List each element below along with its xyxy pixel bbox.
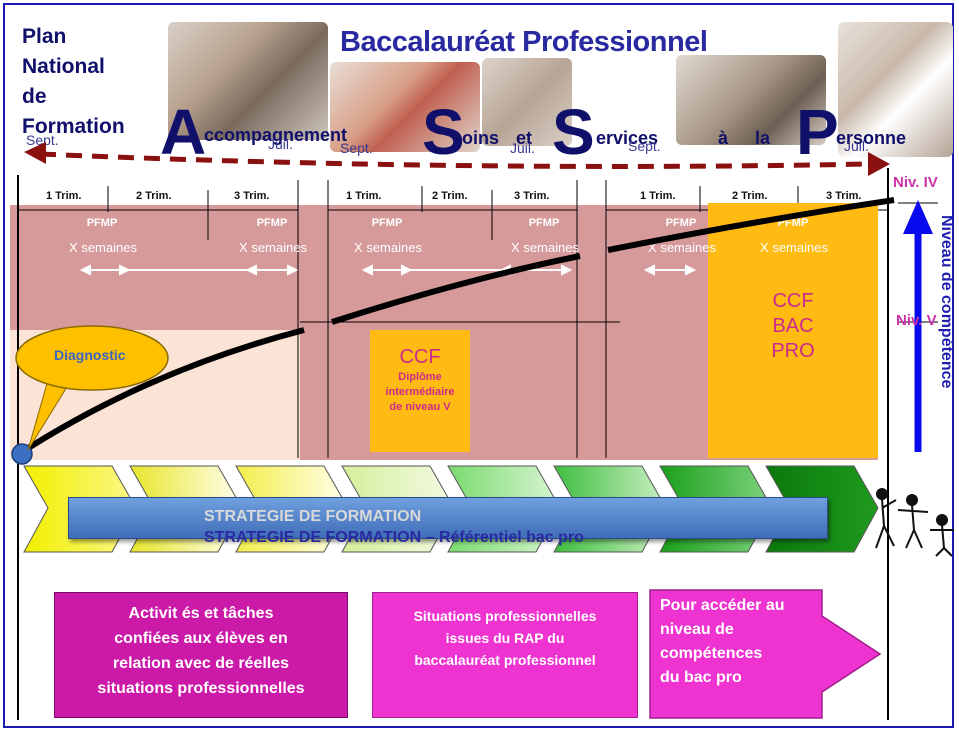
diagnostic-label: Diagnostic xyxy=(54,347,126,363)
trimester-label: 2 Trim. xyxy=(432,190,468,202)
dashed-timeline-arrow xyxy=(39,151,869,169)
acronym-a-rest: ccompagnement xyxy=(204,125,348,145)
climbing-figures-icon xyxy=(875,488,954,557)
photo-nurse xyxy=(838,22,953,157)
acronym-et: et xyxy=(516,128,533,148)
arrow-box-shape xyxy=(649,589,882,719)
ccf-intermediate-block: CCF Diplôme intermédiaire de niveau V xyxy=(370,330,470,452)
plan-national-title: Plan National de Formation xyxy=(22,25,125,138)
trimester-label: 1 Trim. xyxy=(346,190,382,202)
arrow-head-left xyxy=(24,142,46,164)
box-situations: Situations professionnelles issues du RA… xyxy=(372,592,638,718)
box-acceder: Pour accéder au niveau de compétences du… xyxy=(660,597,785,686)
pfmp-label: PFMP xyxy=(256,217,288,229)
start-point xyxy=(11,443,33,465)
photo-child xyxy=(330,62,480,152)
diagnostic-callout xyxy=(15,325,169,451)
trimester-label: 3 Trim. xyxy=(234,190,270,202)
acronym-s2-rest: ervices xyxy=(596,128,659,148)
acronym-s1-rest: oins xyxy=(462,128,500,148)
acronym-s2: S xyxy=(552,96,595,168)
trimester-label: 1 Trim. xyxy=(46,190,82,202)
arrow-head-right xyxy=(868,152,890,176)
acronym-a: A xyxy=(160,96,207,168)
semaines-label: X semaines xyxy=(760,240,828,255)
semaines-label: X semaines xyxy=(648,240,716,255)
bac-pro-title: Baccalauréat Professionnel xyxy=(340,26,708,58)
trimester-label: 2 Trim. xyxy=(136,190,172,202)
trimester-label: 2 Trim. xyxy=(732,190,768,202)
photo-care-1 xyxy=(168,22,328,140)
level-arrow-head xyxy=(903,200,933,234)
box-activites: Activit és et tâches confiées aux élèves… xyxy=(54,592,348,718)
month-label: Juil. xyxy=(844,138,869,154)
semaines-label: X semaines xyxy=(511,240,579,255)
acronym-p: P xyxy=(796,96,839,168)
pfmp-label: PFMP xyxy=(528,217,560,229)
photo-group xyxy=(676,55,826,145)
semaines-label: X semaines xyxy=(69,240,137,255)
month-label: Sept. xyxy=(628,138,661,154)
niv-v-label: Niv. V xyxy=(896,312,937,329)
month-label: Juil. xyxy=(510,140,535,156)
trimester-label: 3 Trim. xyxy=(826,190,862,202)
strategie-bar xyxy=(68,497,828,539)
diagram-frame xyxy=(3,3,954,728)
month-label: Sept. xyxy=(340,140,373,156)
trimester-label: 3 Trim. xyxy=(514,190,550,202)
strategie-title: STRATEGIE DE FORMATION xyxy=(204,508,422,525)
semaines-label: X semaines xyxy=(239,240,307,255)
acronym-p-rest: ersonne xyxy=(836,128,907,148)
month-label: Sept. xyxy=(26,132,59,148)
strategie-subtitle: STRATEGIE DE FORMATION – Référentiel bac… xyxy=(204,529,584,546)
pfmp-label: PFMP xyxy=(371,217,403,229)
trimester-label: 1 Trim. xyxy=(640,190,676,202)
acronym-a-la: à la xyxy=(718,128,771,148)
month-label: Juil. xyxy=(268,136,293,152)
niv-iv-label: Niv. IV xyxy=(893,174,938,191)
ccf-bac-pro-block: CCF BAC PRO xyxy=(708,203,878,458)
photo-elderly xyxy=(482,58,572,146)
pfmp-label: PFMP xyxy=(665,217,697,229)
acronym-s1: S xyxy=(422,96,465,168)
pfmp-label: PFMP xyxy=(86,217,118,229)
semaines-label: X semaines xyxy=(354,240,422,255)
